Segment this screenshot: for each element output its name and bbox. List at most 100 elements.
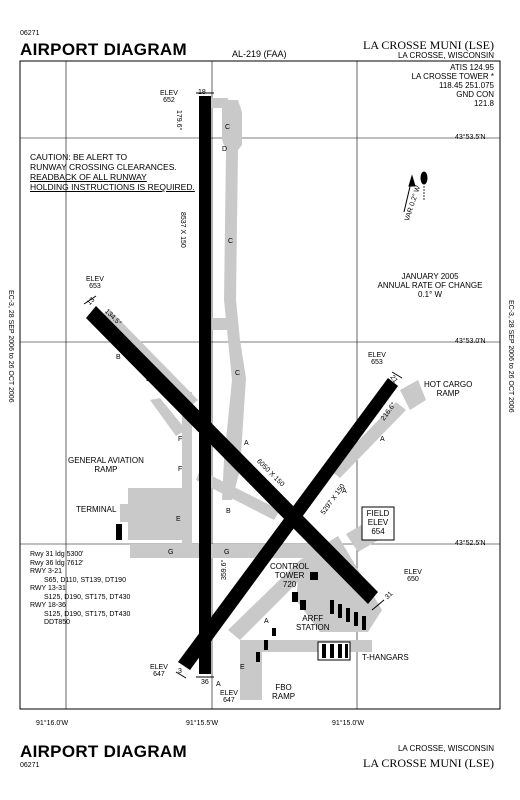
variation-rate-label: ANNUAL RATE OF CHANGE <box>377 281 483 290</box>
note-line: RWY 13-31 <box>30 585 66 592</box>
lat-label-3: 43°52.5'N <box>455 540 486 547</box>
terminal-label: TERMINAL <box>76 505 117 514</box>
taxiway-label: C <box>228 238 234 245</box>
footer-airport-name: LA CROSSE MUNI (LSE) <box>362 756 494 770</box>
elev-rwy36: ELEV 647 <box>220 690 238 704</box>
fbo-line1: FBO <box>275 683 292 692</box>
t-hangars <box>317 641 351 661</box>
map-frame <box>19 60 501 710</box>
elev-label: ELEV <box>220 690 238 697</box>
arff-line1: ARFF <box>302 614 324 623</box>
elev-label: ELEV <box>86 276 104 283</box>
taxiway-label: B <box>146 376 151 383</box>
lat-label-1: 43°53.5'N <box>455 134 486 141</box>
caution-line-1: CAUTION: BE ALERT TO <box>30 152 128 162</box>
runway-18-36-dims: 8537 X 150 <box>179 212 186 248</box>
taxiway-label: A <box>380 436 385 443</box>
comms-block: ATIS 124.95 LA CROSSE TOWER * 118.45 251… <box>412 63 494 108</box>
runway-notes: Rwy 31 ldg 5300' Rwy 36 ldg 7612' RWY 3-… <box>30 551 130 628</box>
tower-line1: CONTROL <box>270 562 310 571</box>
airport-name: LA CROSSE MUNI (LSE) <box>362 38 494 52</box>
chart-code-bottom: 06271 <box>20 762 40 769</box>
hot-cargo-line1: HOT CARGO <box>424 380 473 389</box>
taxiway-label: G <box>224 549 230 556</box>
hot-cargo-line2: RAMP <box>436 389 460 398</box>
elev-value: 647 <box>223 697 235 704</box>
chart-code-top: 06271 <box>20 30 40 37</box>
taxiway-label: A <box>244 440 249 447</box>
footer-city: LA CROSSE, WISCONSIN <box>397 744 494 753</box>
gnd-freq: 121.8 <box>473 99 494 108</box>
runway-number-36: 36 <box>201 679 209 686</box>
side-date-right: EC-3, 28 SEP 2006 to 26 OCT 2006 <box>507 300 514 413</box>
taxiway-label: C <box>225 124 231 131</box>
elev-value: 653 <box>89 283 101 290</box>
note-line: S65, D110, ST139, DT190 <box>44 576 126 584</box>
note-line: Rwy 31 ldg 5300' <box>30 551 84 558</box>
taxiway-label: G <box>168 549 174 556</box>
taxiway-label: F <box>178 436 183 443</box>
elev-value: 653 <box>371 359 383 366</box>
taxiway-label: B <box>226 508 231 515</box>
note-line: DDT850 <box>44 619 71 626</box>
runway-end-markers <box>83 92 403 679</box>
tower-elev: 720 <box>282 580 297 589</box>
lat-label-2: 43°53.0'N <box>455 338 486 345</box>
field-elev-line2: ELEV <box>367 518 389 527</box>
hot-cargo-ramp-label: HOT CARGO RAMP <box>424 380 472 398</box>
control-tower-building <box>310 572 318 580</box>
gnd-con: GND CON <box>456 90 494 99</box>
heading-18: 179.6° <box>175 110 182 131</box>
airport-city: LA CROSSE, WISCONSIN <box>397 51 494 60</box>
runway-number-18: 18 <box>198 89 206 96</box>
lon-label-3: 91°15.0'W <box>332 720 365 727</box>
note-line: RWY 18-36 <box>30 602 66 609</box>
footer-title: AIRPORT DIAGRAM <box>20 742 187 761</box>
lon-label-1: 91°16.0'W <box>36 720 69 727</box>
elev-value: 650 <box>407 576 419 583</box>
lon-label-2: 91°15.5'W <box>186 720 219 727</box>
elev-label: ELEV <box>368 352 386 359</box>
t-hangars-label: T-HANGARS <box>362 653 409 662</box>
elev-rwy13: ELEV 653 <box>86 276 104 290</box>
taxiway-network <box>96 98 426 700</box>
elev-rwy18: ELEV 652 <box>160 90 178 104</box>
variation-date: JANUARY 2005 <box>401 272 459 281</box>
fbo-line2: RAMP <box>272 692 296 701</box>
note-line: S125, D190, ST175, DT430 <box>44 593 131 601</box>
taxiway-label: D <box>222 146 228 153</box>
note-line: Rwy 36 ldg 7612' <box>30 559 84 567</box>
ga-line1: GENERAL AVIATION <box>68 456 144 465</box>
field-elev-line1: FIELD <box>366 509 390 518</box>
taxiway-label: F <box>178 466 183 473</box>
taxiway-label: B <box>116 354 121 361</box>
runway-13-31 <box>86 306 378 604</box>
north-arrow <box>403 171 428 213</box>
arff-station-label: ARFF STATION <box>296 614 329 632</box>
side-date-left: EC-3, 28 SEP 2006 to 26 OCT 2006 <box>7 290 14 403</box>
chart-id: AL-219 (FAA) <box>232 49 287 59</box>
elev-rwy3: ELEV 647 <box>150 664 168 678</box>
elev-rwy31: ELEV 650 <box>404 569 422 583</box>
elev-value: 652 <box>163 97 175 104</box>
caution-line-3: READBACK OF ALL RUNWAY <box>30 172 147 182</box>
arff-line2: STATION <box>296 623 330 632</box>
tower-line2: TOWER <box>274 571 305 580</box>
taxiway-label: A <box>342 488 347 495</box>
taxiway-label: C <box>235 370 241 377</box>
terminal-building <box>116 524 122 540</box>
elev-value: 647 <box>153 671 165 678</box>
elev-rwy21: ELEV 653 <box>368 352 386 366</box>
variation-block: JANUARY 2005 ANNUAL RATE OF CHANGE 0.1° … <box>370 272 490 299</box>
tower-name: LA CROSSE TOWER * <box>411 72 494 81</box>
note-line: S125, D190, ST175, DT430 <box>44 610 131 618</box>
taxiway-label: E <box>240 664 245 671</box>
fbo-ramp-label: FBO RAMP <box>272 683 295 701</box>
runway-18-36 <box>199 96 211 674</box>
control-tower-label: CONTROL TOWER 720 <box>270 562 309 589</box>
field-elev-box <box>361 506 395 541</box>
note-line: RWY 3-21 <box>30 568 63 575</box>
field-elev-line3: 654 <box>371 527 385 536</box>
taxiway-label: E <box>176 516 181 523</box>
